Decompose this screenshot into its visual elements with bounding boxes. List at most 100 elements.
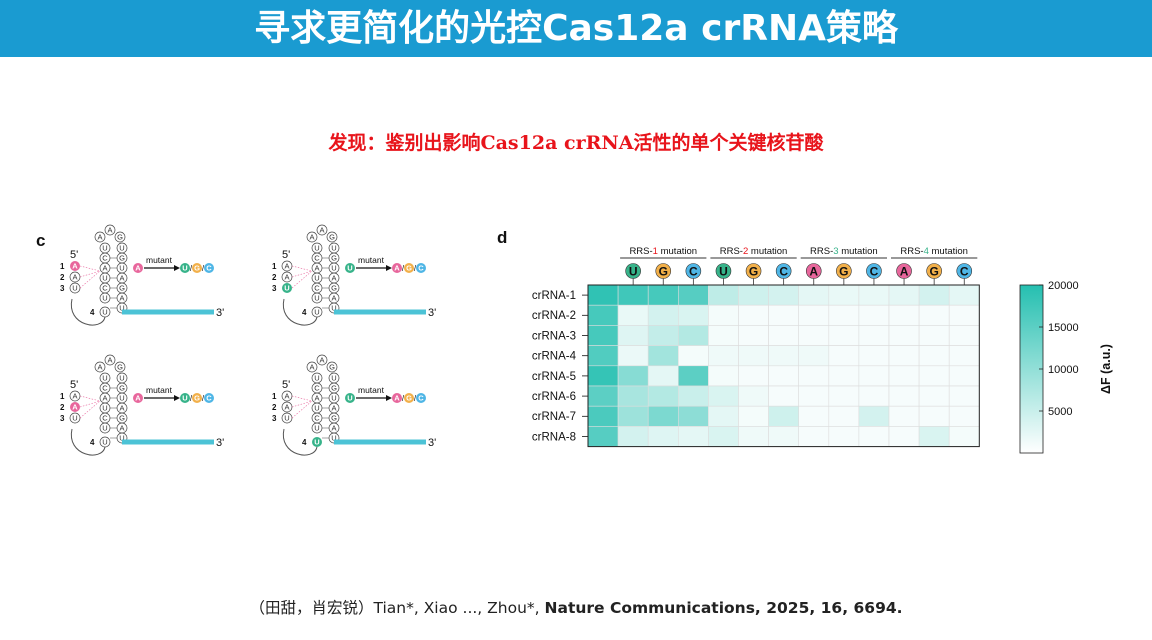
heatmap-cell bbox=[828, 365, 860, 387]
stem-left-nt-5-letter: U bbox=[102, 424, 107, 433]
loop-nt-2-circle bbox=[114, 361, 126, 373]
heatmap-cell bbox=[798, 426, 830, 447]
position-label-2: 2 bbox=[60, 273, 65, 282]
interaction-line bbox=[291, 400, 313, 408]
tail-nt-2-letter: U bbox=[72, 284, 77, 293]
heatmap-cell bbox=[587, 426, 619, 447]
stem-right-nt-3-letter: A bbox=[119, 274, 124, 283]
loop-nt-1-letter: A bbox=[107, 356, 112, 365]
interaction-line bbox=[79, 265, 101, 272]
stem-right-nt-2-letter: U bbox=[119, 264, 124, 273]
heatmap-cell bbox=[948, 385, 980, 407]
tail-nt-1-letter: A bbox=[72, 273, 77, 282]
heatmap-cell bbox=[888, 405, 920, 427]
heatmap-cell bbox=[587, 405, 619, 427]
mutation-source-circle bbox=[345, 393, 355, 403]
loop-nt-0-letter: A bbox=[97, 363, 102, 372]
slash-separator: / bbox=[190, 394, 193, 403]
stem-left-nt-0-letter: U bbox=[314, 374, 319, 383]
column-nt-letter: C bbox=[870, 265, 879, 279]
heatmap-cell bbox=[948, 405, 980, 427]
heatmap-cell bbox=[888, 304, 920, 326]
heatmap-cell bbox=[708, 304, 739, 326]
heatmap-cell bbox=[738, 325, 769, 346]
stem-right-nt-1-letter: G bbox=[331, 254, 337, 263]
stem-right-nt-4-letter: G bbox=[331, 284, 337, 293]
stem-left-nt-3-letter: U bbox=[314, 274, 319, 283]
heatmap-cell bbox=[948, 345, 980, 367]
loop-nt-2-circle bbox=[114, 231, 126, 243]
five-prime-label: 5' bbox=[282, 249, 290, 261]
position-label-3: 3 bbox=[60, 414, 65, 423]
loop-nt-1-letter: A bbox=[319, 226, 324, 235]
tail-nt-2-circle bbox=[282, 283, 292, 293]
mutation-target-2-letter: C bbox=[418, 264, 424, 273]
mutation-source-letter: U bbox=[347, 264, 352, 273]
stem-left-nt-0-letter: U bbox=[102, 374, 107, 383]
stem-right-nt-6-letter: U bbox=[119, 304, 124, 313]
mutation-target-0-letter: A bbox=[394, 264, 400, 273]
heatmap-cell bbox=[798, 284, 830, 306]
mutant-arrow-head bbox=[386, 395, 392, 401]
stem-left-nt-2-letter: A bbox=[314, 394, 319, 403]
heatmap-cell bbox=[888, 385, 920, 407]
stem-right-nt-1-letter: G bbox=[331, 384, 337, 393]
mutant-label: mutant bbox=[358, 385, 385, 395]
column-nt-circle bbox=[836, 263, 852, 279]
position-label-3: 3 bbox=[272, 414, 277, 423]
stem-left-nt-2-letter: A bbox=[102, 394, 107, 403]
loop-nt-0-circle bbox=[94, 361, 106, 373]
heatmap-cell bbox=[948, 426, 980, 447]
position-label-2: 2 bbox=[272, 403, 277, 412]
mutation-source-circle bbox=[133, 263, 143, 273]
position-label-4: 4 bbox=[302, 308, 307, 317]
slash-separator: / bbox=[202, 264, 205, 273]
heatmap-cell bbox=[647, 284, 679, 306]
citation-authors: （田甜，肖宏锐）Tian*, Xiao ..., Zhou*, bbox=[249, 599, 545, 617]
mutation-target-1-letter: G bbox=[406, 264, 412, 273]
position-label-1: 1 bbox=[60, 392, 65, 401]
heatmap-cell bbox=[858, 426, 890, 447]
position-label-1: 1 bbox=[272, 262, 277, 271]
group-label-prefix: RRS- bbox=[629, 246, 652, 257]
pos4-nt-circle bbox=[312, 437, 322, 447]
column-nt-circle bbox=[715, 263, 732, 279]
position-label-1: 1 bbox=[60, 262, 65, 271]
interaction-line bbox=[291, 270, 313, 278]
heatmap-cell bbox=[918, 304, 950, 326]
heatmap-cell bbox=[738, 385, 769, 407]
target-strand-bar bbox=[122, 439, 214, 445]
slash-separator: / bbox=[402, 264, 405, 273]
loop-nt-1-circle bbox=[316, 224, 328, 236]
heatmap-cell bbox=[587, 385, 619, 407]
column-nt-circle bbox=[625, 263, 641, 279]
mutation-target-0-circle bbox=[180, 393, 190, 403]
stem-left-nt-5-letter: U bbox=[314, 294, 319, 303]
stem-right-nt-0-letter: U bbox=[331, 244, 336, 253]
heatmap-cell bbox=[888, 345, 920, 367]
tail-nt-1-letter: A bbox=[284, 273, 289, 282]
stem-left-nt-1-letter: C bbox=[102, 254, 108, 263]
stem-left-nt-1-letter: C bbox=[314, 384, 320, 393]
pos4-nt-letter: U bbox=[314, 308, 319, 317]
heatmap-cell bbox=[738, 365, 769, 387]
loop-nt-1-circle bbox=[316, 354, 328, 366]
stem-right-nt-3-letter: A bbox=[331, 274, 336, 283]
heatmap-cell bbox=[647, 405, 679, 427]
group-label-4: RRS-4 mutation bbox=[900, 246, 968, 257]
mutation-source-letter: U bbox=[347, 394, 352, 403]
heatmap-cell bbox=[738, 426, 769, 447]
loop-nt-0-letter: A bbox=[309, 233, 314, 242]
slash-separator: / bbox=[402, 394, 405, 403]
stem-right-nt-3-letter: A bbox=[331, 404, 336, 413]
interaction-line bbox=[79, 400, 101, 419]
heatmap-cell bbox=[768, 365, 799, 387]
slide-title: 寻求更简化的光控Cas12a crRNA策略 bbox=[0, 0, 1152, 57]
heatmap-cell bbox=[647, 304, 679, 326]
interaction-line bbox=[291, 270, 313, 289]
pos4-nt-letter: U bbox=[314, 438, 319, 447]
interaction-line bbox=[79, 270, 101, 289]
